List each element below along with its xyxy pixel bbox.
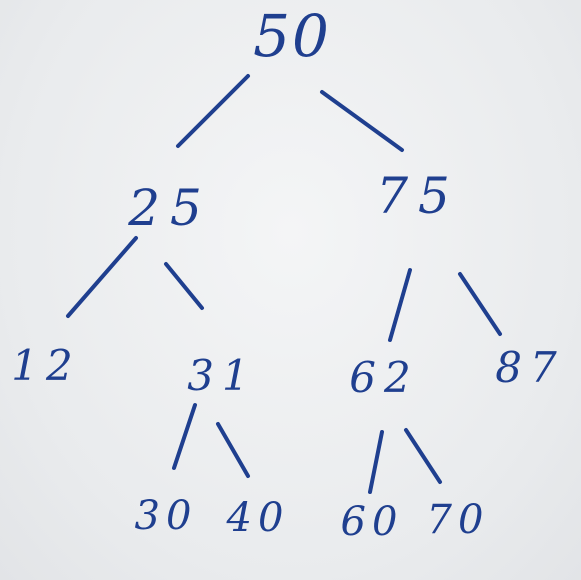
edge-75-62 (388, 268, 412, 342)
edge-25-31 (164, 262, 204, 310)
node-level3-c: 60 (340, 499, 404, 545)
node-level2-a: 12 (11, 341, 81, 390)
edge-50-25 (176, 74, 250, 148)
edge-50-75 (320, 90, 404, 152)
edge-75-87 (458, 272, 502, 336)
node-level3-a: 30 (134, 493, 198, 539)
edge-31-40 (216, 422, 250, 478)
edge-62-60 (368, 430, 384, 494)
node-level1-left: 25 (128, 179, 212, 237)
node-level2-d: 87 (495, 343, 565, 392)
node-level1-right: 75 (376, 167, 460, 225)
node-level3-b: 40 (226, 495, 290, 541)
edge-62-70 (404, 428, 442, 484)
edge-31-30 (172, 403, 197, 470)
node-level2-c: 62 (349, 353, 419, 402)
edge-25-12 (66, 236, 138, 318)
node-level2-b: 31 (187, 351, 257, 400)
node-root: 50 (253, 2, 331, 70)
node-level3-d: 70 (426, 497, 490, 543)
